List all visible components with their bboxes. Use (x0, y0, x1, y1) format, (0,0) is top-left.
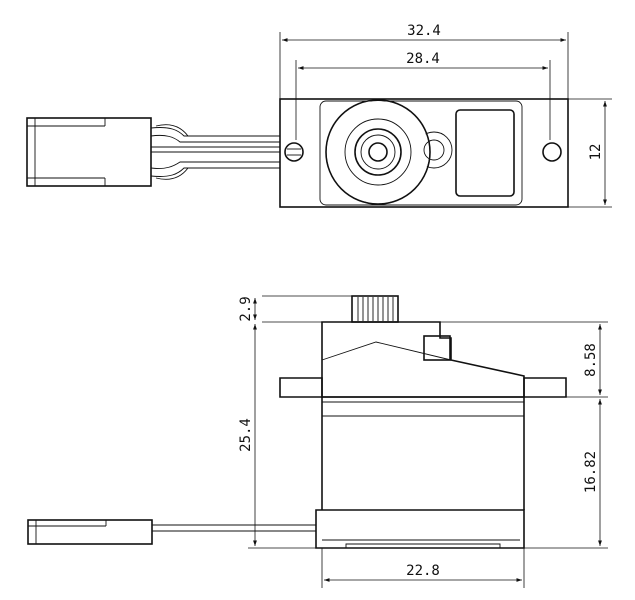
side-lower-body (315, 397, 525, 549)
mounting-hole-right (542, 142, 562, 162)
side-flange (279, 377, 567, 403)
servo-wires (150, 124, 280, 180)
top-view: 32.4 28.4 12 (26, 23, 612, 208)
output-spline (354, 128, 402, 176)
top-body (279, 98, 569, 208)
side-cable (27, 519, 316, 545)
dim-side-upper-height: 8.58 (583, 343, 599, 377)
output-gear-housing (325, 99, 431, 205)
dim-top-hole-spacing: 28.4 (406, 51, 440, 67)
connector-plug (26, 117, 152, 187)
dim-top-height: 12 (588, 144, 604, 161)
dim-side-lower-height: 16.82 (583, 451, 599, 493)
top-dimensions: 32.4 28.4 12 (279, 23, 612, 208)
dim-side-spline-height: 2.9 (238, 296, 254, 321)
side-upper-housing (321, 321, 525, 398)
mounting-hole-left (284, 142, 304, 162)
side-view: 2.9 25.4 8.58 16.82 22.8 (27, 295, 608, 588)
dim-side-total-height: 25.4 (238, 418, 254, 452)
dim-top-overall-width: 32.4 (407, 23, 441, 39)
label-window (455, 109, 515, 197)
side-dimensions: 2.9 25.4 8.58 16.82 22.8 (238, 295, 608, 588)
dim-side-body-width: 22.8 (406, 563, 440, 579)
side-spline (351, 295, 399, 323)
